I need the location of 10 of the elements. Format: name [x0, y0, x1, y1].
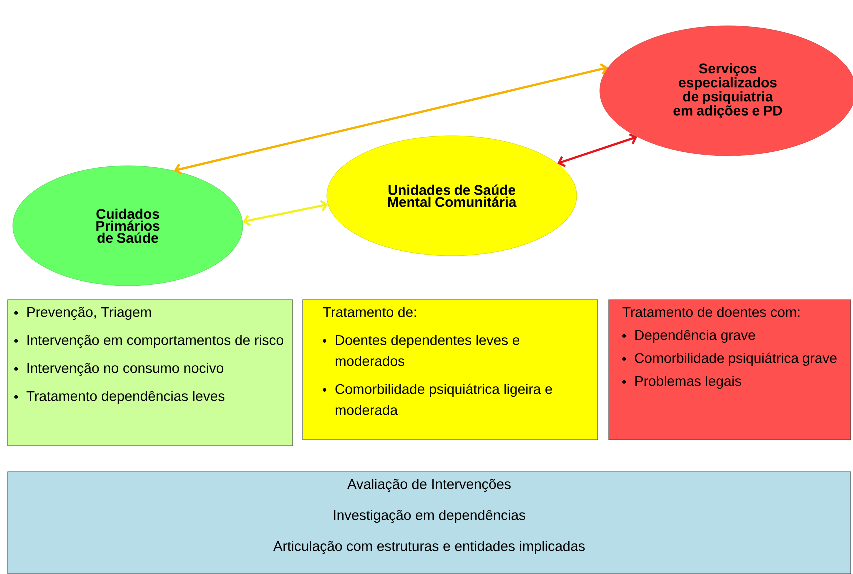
ellipse-node: Unidades de Saúde Mental Comunitária: [326, 136, 578, 256]
list-box: Prevenção, Triagem Intervenção em comportamentos de risco Intervenção no consumo nocivo Tratamento dependências leves: [8, 300, 294, 446]
list-box: Tratamento de: Doentes dependentes leves e moderados Comorbilidade psiquiátrica ligeira e moderada: [302, 300, 598, 440]
text-box: Avaliação de Intervenções Investigação em dependências Articulação com estruturas e entidades implicadas: [8, 472, 852, 574]
ellipse-node: Cuidados Primários de Saúde: [12, 166, 244, 286]
list-box: Tratamento de doentes com: Dependência grave Comorbilidade psiquiátrica grave Problemas legais: [608, 300, 852, 440]
arrow: [242, 200, 328, 226]
arrow: [174, 63, 608, 176]
arrow: [558, 133, 638, 168]
ellipse-node: Serviços especializados de psiquiatria em adições e PD: [600, 26, 853, 156]
